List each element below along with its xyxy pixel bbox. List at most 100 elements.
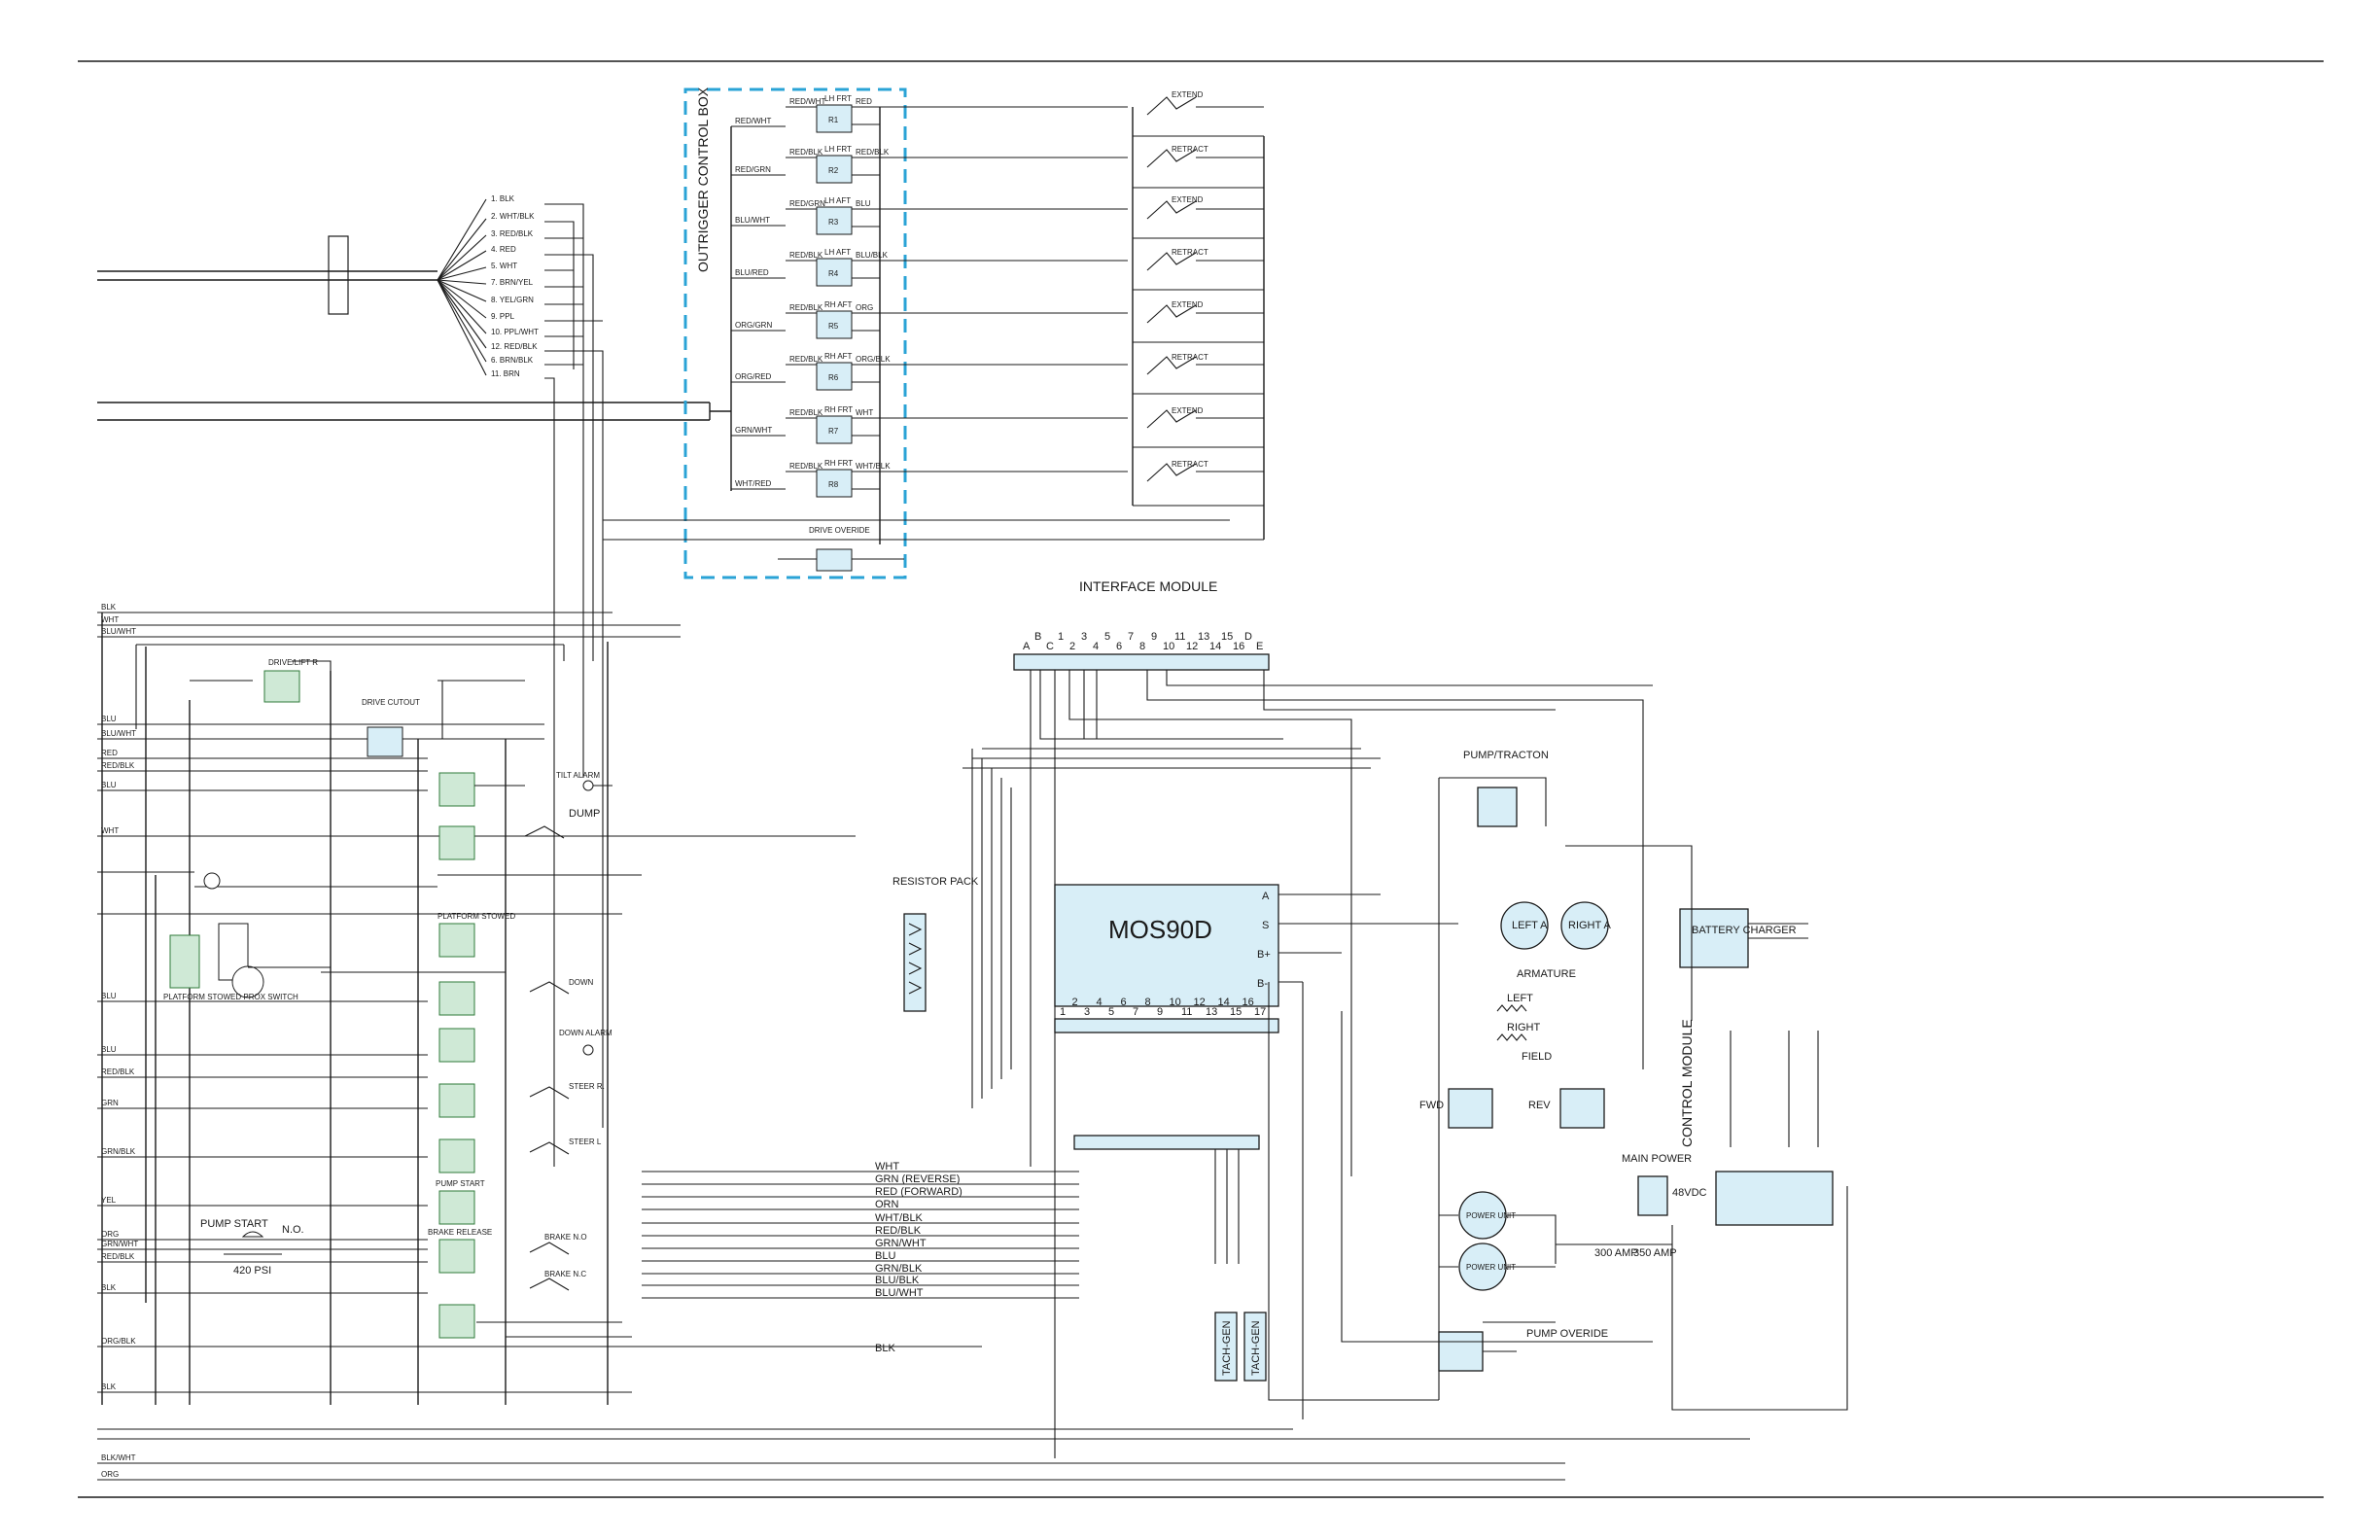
brake-release-relay: BRAKE RELEASE BRAKE N.O BRAKE N.C (428, 1228, 587, 1291)
relay-row: ORG/GRN RH AFT R5 RED/BLK ORG (731, 300, 1128, 339)
component-label: RIGHT (1507, 1022, 1541, 1033)
rev-contactor (1559, 1088, 1605, 1129)
pin-label: 9 (1157, 1006, 1163, 1018)
pin-label: 5 (1104, 631, 1110, 643)
valve-label: RETRACT (1172, 248, 1208, 257)
wire-label: BLU (101, 992, 117, 1000)
valve-label: EXTEND (1172, 300, 1204, 309)
harness-wire-label: 8. YEL/GRN (491, 296, 534, 304)
wire-label: RED/BLK (789, 148, 823, 157)
pin-label: 12 (1186, 641, 1198, 652)
relay-row: BLU/WHT LH AFT R3 RED/GRN BLU (731, 196, 1128, 235)
wire-label: WHT (101, 615, 119, 624)
drive-lift-relay: DRIVE/LIFT R (263, 658, 318, 703)
relay-row: RED/WHT LH FRT R1 RED/WHT RED (731, 94, 1128, 133)
wire-label: RED/BLK (789, 408, 823, 417)
harness-wire-label: 7. BRN/YEL (491, 278, 534, 287)
wire-label: WHT/BLK (856, 462, 891, 471)
wire-label: GRN/WHT (101, 1240, 138, 1248)
relay-row: BLU/RED LH AFT R4 RED/BLK BLU/BLK (731, 248, 1128, 287)
bus-label: BLU (875, 1250, 895, 1262)
relay-id: R6 (828, 373, 839, 382)
pump-override-relay (1438, 1331, 1484, 1372)
relay-id: R5 (828, 322, 839, 331)
valve: EXTEND (1133, 90, 1264, 137)
relay-label: DOWN ALARM (559, 1029, 612, 1037)
pin-label: 10 (1163, 641, 1174, 652)
valve-label: BRAKE N.O (544, 1233, 587, 1242)
bus-label: BLU/WHT (875, 1287, 924, 1299)
wire-label: BLU/WHT (101, 627, 136, 636)
relay-id: R8 (828, 480, 839, 489)
tilt-alarm-relay: TILT ALARM (438, 771, 612, 807)
relay-row: WHT/RED RH FRT R8 RED/BLK WHT/BLK (731, 459, 1128, 498)
wire-label: BLU/WHT (735, 216, 770, 225)
wire-label: RED/BLK (101, 1252, 135, 1261)
power-unit-2 (1458, 1242, 1507, 1291)
pin-label: 4 (1097, 997, 1102, 1008)
wire-label: GRN (101, 1099, 119, 1107)
voltage-label: 48VDC (1672, 1187, 1707, 1199)
pin-label: 17 (1254, 1006, 1266, 1018)
outrigger-valves: EXTEND RETRACT EXTEND RETRACT EXTEND RET… (603, 90, 1265, 541)
relay-label: LH FRT (824, 94, 852, 103)
wire-label: RED/BLK (789, 251, 823, 260)
relay-id: R4 (828, 269, 839, 278)
platform-stowed-relay: PLATFORM STOWED (438, 912, 515, 958)
bus-label: GRN (REVERSE) (875, 1173, 960, 1185)
bus-label: GRN/WHT (875, 1238, 927, 1249)
down-relay: DOWN (438, 978, 594, 1016)
pin-label: 13 (1198, 631, 1209, 643)
motor-label: LEFT A (1512, 920, 1548, 931)
harness-wire-label: 11. BRN (491, 369, 520, 378)
power-unit-label: POWER UNIT (1466, 1211, 1516, 1220)
wire-label: ORG (101, 1470, 119, 1479)
relay-row: GRN/WHT RH FRT R7 RED/BLK WHT (731, 405, 1128, 444)
wire-label: ORG/BLK (101, 1337, 136, 1346)
relay-id: R2 (828, 166, 839, 175)
tach-gen: TACH-GEN TACH-GEN (1214, 1312, 1267, 1382)
contactor-label: FWD (1419, 1100, 1444, 1111)
component-label: LEFT (1507, 993, 1533, 1004)
valve-label: STEER L (569, 1138, 602, 1146)
interface-module: INTERFACE MODULE ABC12345678910111213141… (962, 578, 1653, 1458)
bus-label: WHT/BLK (875, 1212, 924, 1224)
drive-cutout-relay: DRIVE CUTOUT (362, 698, 420, 757)
terminal-label: B+ (1257, 949, 1271, 961)
control-module-label: CONTROL MODULE (1679, 1019, 1695, 1147)
valve-label: STEER R. (569, 1082, 605, 1091)
signal-bus: WHT GRN (REVERSE) RED (FORWARD) ORN WHT/… (642, 1161, 1079, 1354)
relay-label: RH AFT (824, 352, 853, 361)
harness-wire-label: 6. BRN/BLK (491, 356, 534, 365)
steer-r-relay: STEER R. (438, 1082, 605, 1118)
wire-label: BLU (101, 715, 117, 723)
harness-wire-label: 3. RED/BLK (491, 229, 534, 238)
pin-label: 8 (1139, 641, 1145, 652)
terminal-label: B- (1257, 978, 1268, 990)
component-label: BATTERY CHARGER (1692, 925, 1797, 936)
valve-label: EXTEND (1172, 406, 1204, 415)
pin-label: D (1244, 631, 1252, 643)
valve-label: EXTEND (1172, 90, 1204, 99)
wire-label: BLU (856, 199, 871, 208)
component-label: PUMP START (200, 1218, 268, 1230)
harness-wire-label: 10. PPL/WHT (491, 328, 539, 336)
pump-start-switch: PUMP START N.O. 420 PSI (200, 1218, 304, 1277)
wire-label: RED (101, 749, 118, 757)
resistor-pack: RESISTOR PACK (892, 876, 979, 1012)
pin-label: 11 (1181, 1006, 1192, 1018)
valve: EXTEND (1133, 406, 1264, 448)
wire-label: RED/GRN (735, 165, 771, 174)
component-label: FIELD (1522, 1051, 1552, 1063)
wire-label: RED/WHT (789, 97, 825, 106)
pin-label: 15 (1230, 1006, 1242, 1018)
fwd-contactor (1448, 1088, 1493, 1129)
pin-label: C (1046, 641, 1054, 652)
valve-label: DUMP (569, 808, 600, 820)
wire-label: GRN/BLK (101, 1147, 136, 1156)
pin-label: 6 (1121, 997, 1127, 1008)
stowed-prox-switch: PLATFORM STOWED PROX SWITCH (163, 923, 331, 1001)
pin-label: 11 (1174, 631, 1185, 643)
valve: RETRACT (1133, 145, 1264, 189)
